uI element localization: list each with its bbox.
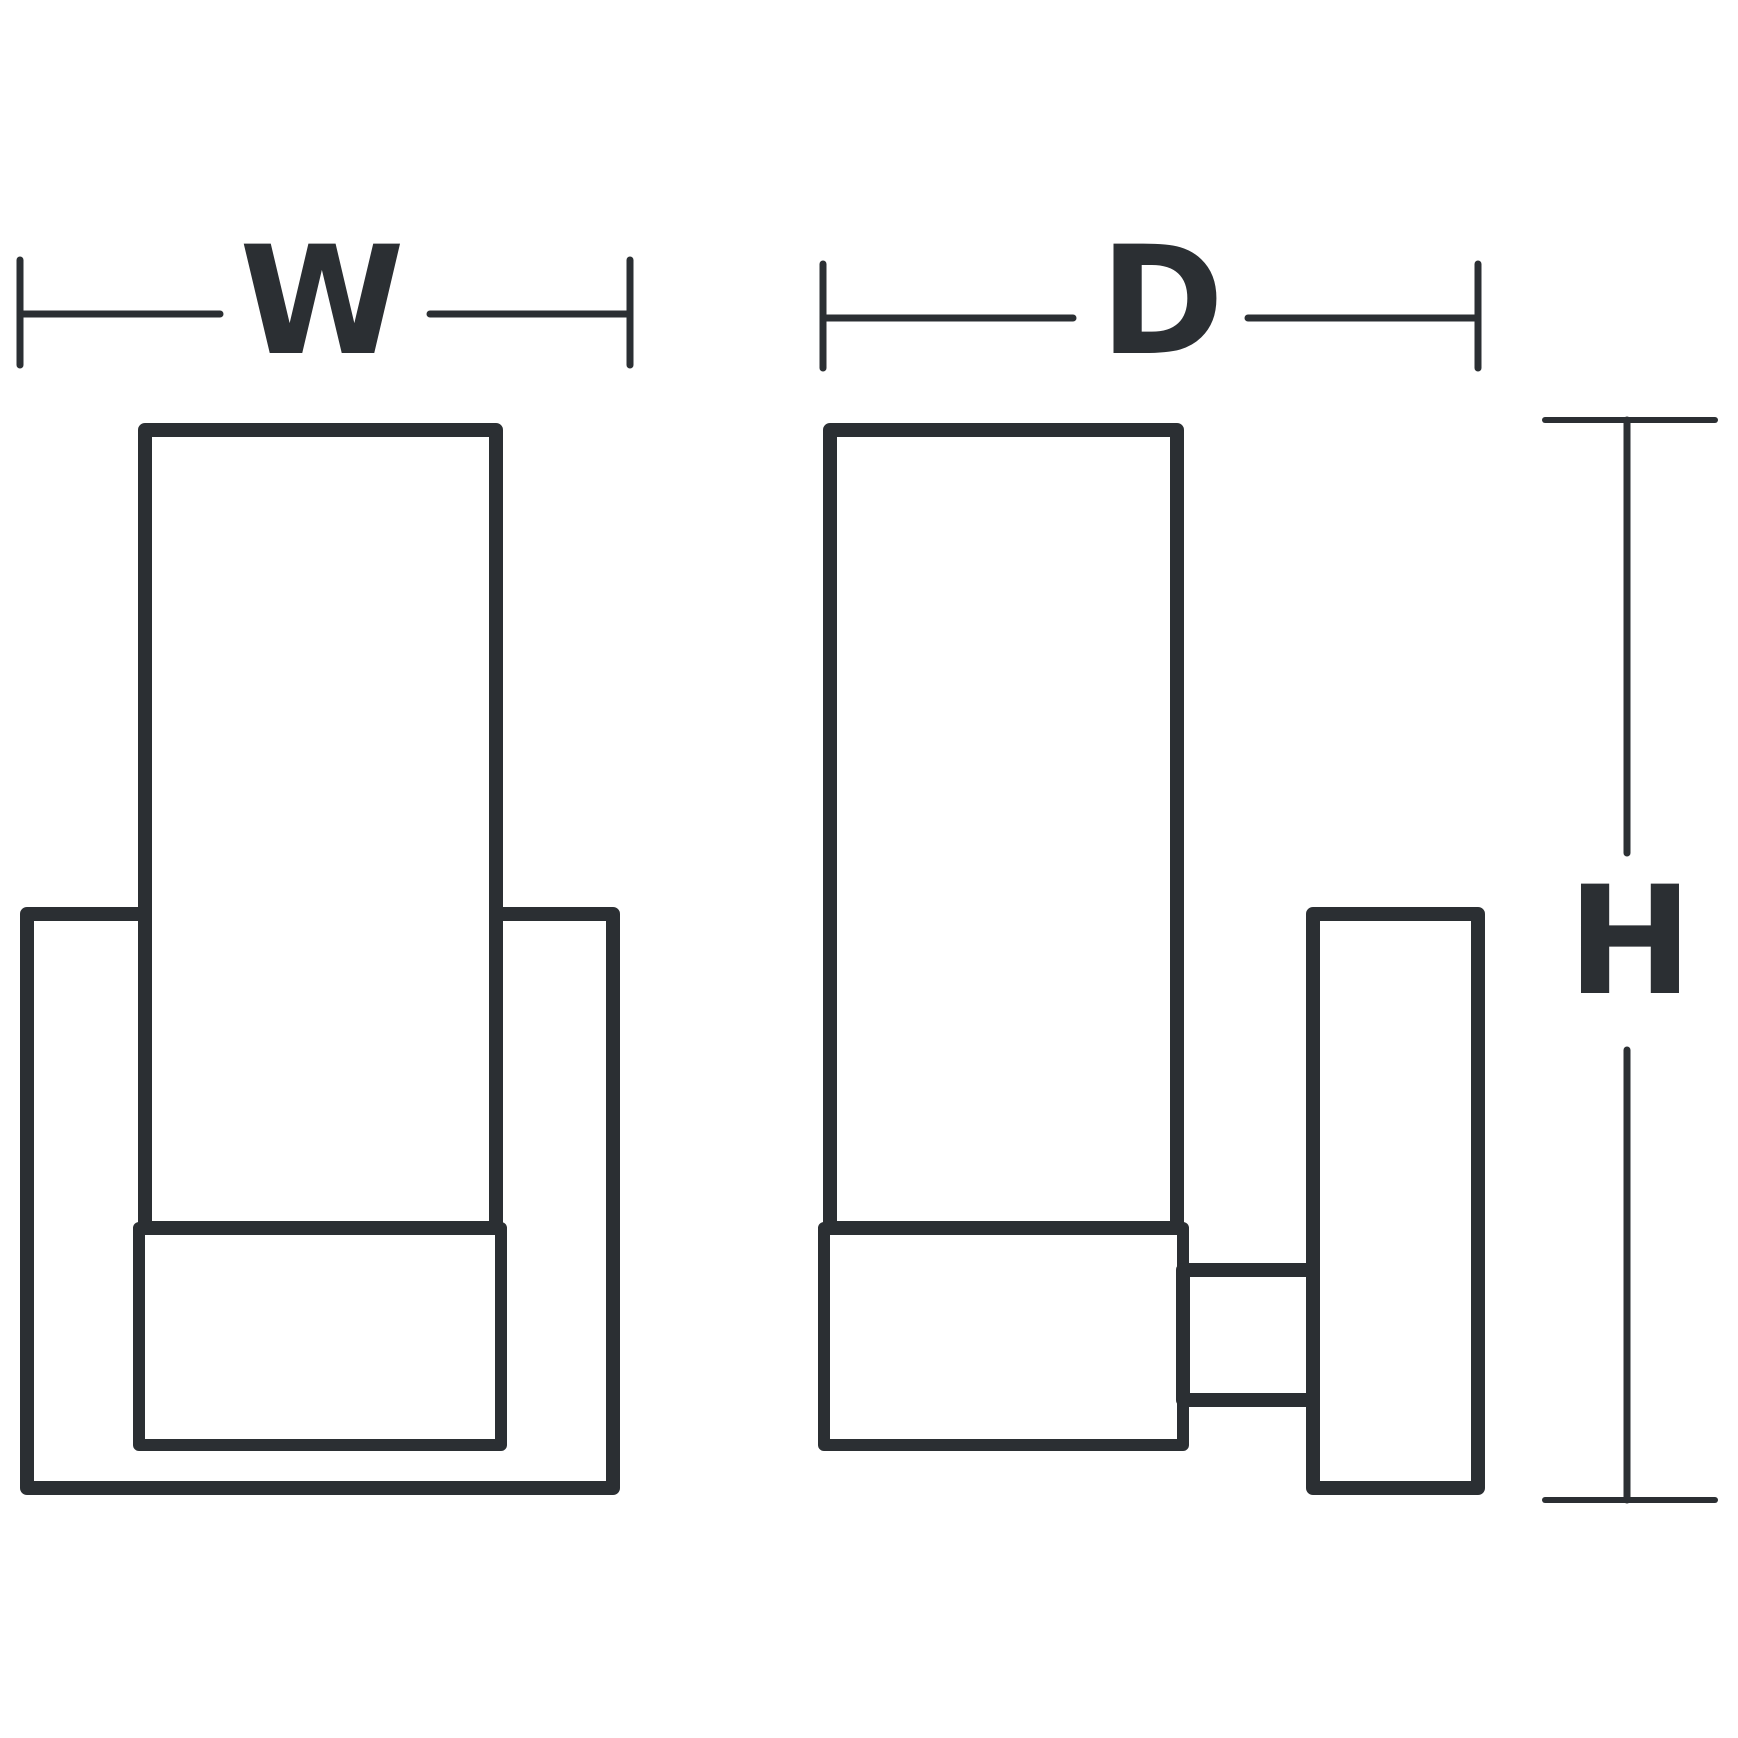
width-dimension-label: W [239, 215, 404, 389]
front-view-backplate [20, 907, 620, 1495]
side-view-arm [1176, 1263, 1320, 1407]
front-view [20, 423, 620, 1495]
side-view-base [818, 1222, 1189, 1451]
width-dimension: W [16, 215, 634, 389]
front-view-shade [138, 423, 503, 1235]
height-dimension-label: H [1567, 855, 1693, 1029]
height-dimension: H [1542, 416, 1718, 1504]
depth-dimension-label: D [1100, 215, 1225, 389]
front-view-base [133, 1222, 507, 1451]
side-view-shade [823, 423, 1184, 1235]
depth-dimension: D [819, 215, 1482, 389]
side-view-backplate [1306, 907, 1485, 1495]
side-view [818, 423, 1485, 1495]
